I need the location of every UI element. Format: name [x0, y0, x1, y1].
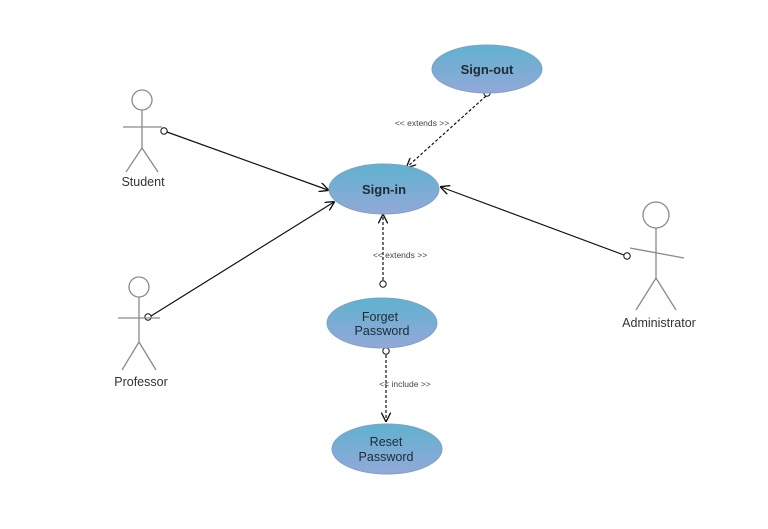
usecase-sign-in-label: Sign-in [362, 182, 406, 197]
actor-administrator-head-icon [642, 201, 670, 229]
actor-administrator[interactable] [629, 201, 685, 311]
extends-label-signout: << extends >> [395, 118, 449, 128]
usecase-forget-password-line1: Forget [362, 310, 399, 324]
include-forget-reset: << include >> [379, 347, 431, 421]
actor-administrator-label: Administrator [622, 316, 696, 330]
actor-student-label: Student [121, 175, 165, 189]
usecase-sign-out-label: Sign-out [461, 62, 514, 77]
usecase-reset-password-line1: Reset [370, 435, 403, 449]
usecase-reset-password[interactable]: Reset Password [331, 423, 443, 475]
extends-signout-signin: << extends >> [395, 89, 491, 167]
usecase-forget-password-line2: Password [355, 324, 410, 338]
usecase-forget-password[interactable]: Forget Password [326, 297, 438, 349]
include-label-reset: << include >> [379, 379, 431, 389]
usecase-sign-out[interactable]: Sign-out [431, 44, 543, 94]
actor-student-head-icon [131, 89, 153, 111]
usecase-sign-in[interactable]: Sign-in [328, 163, 440, 215]
actor-professor-label: Professor [114, 375, 168, 389]
association-student-signin [160, 127, 328, 190]
association-administrator-signin [441, 187, 631, 260]
usecase-reset-password-line2: Password [359, 450, 414, 464]
extends-forget-signin: << extends >> [373, 215, 427, 288]
extends-label-forget: << extends >> [373, 250, 427, 260]
actor-professor[interactable] [118, 276, 160, 371]
association-professor-signin [144, 202, 334, 321]
actor-professor-head-icon [128, 276, 150, 298]
actor-student[interactable] [123, 89, 162, 173]
